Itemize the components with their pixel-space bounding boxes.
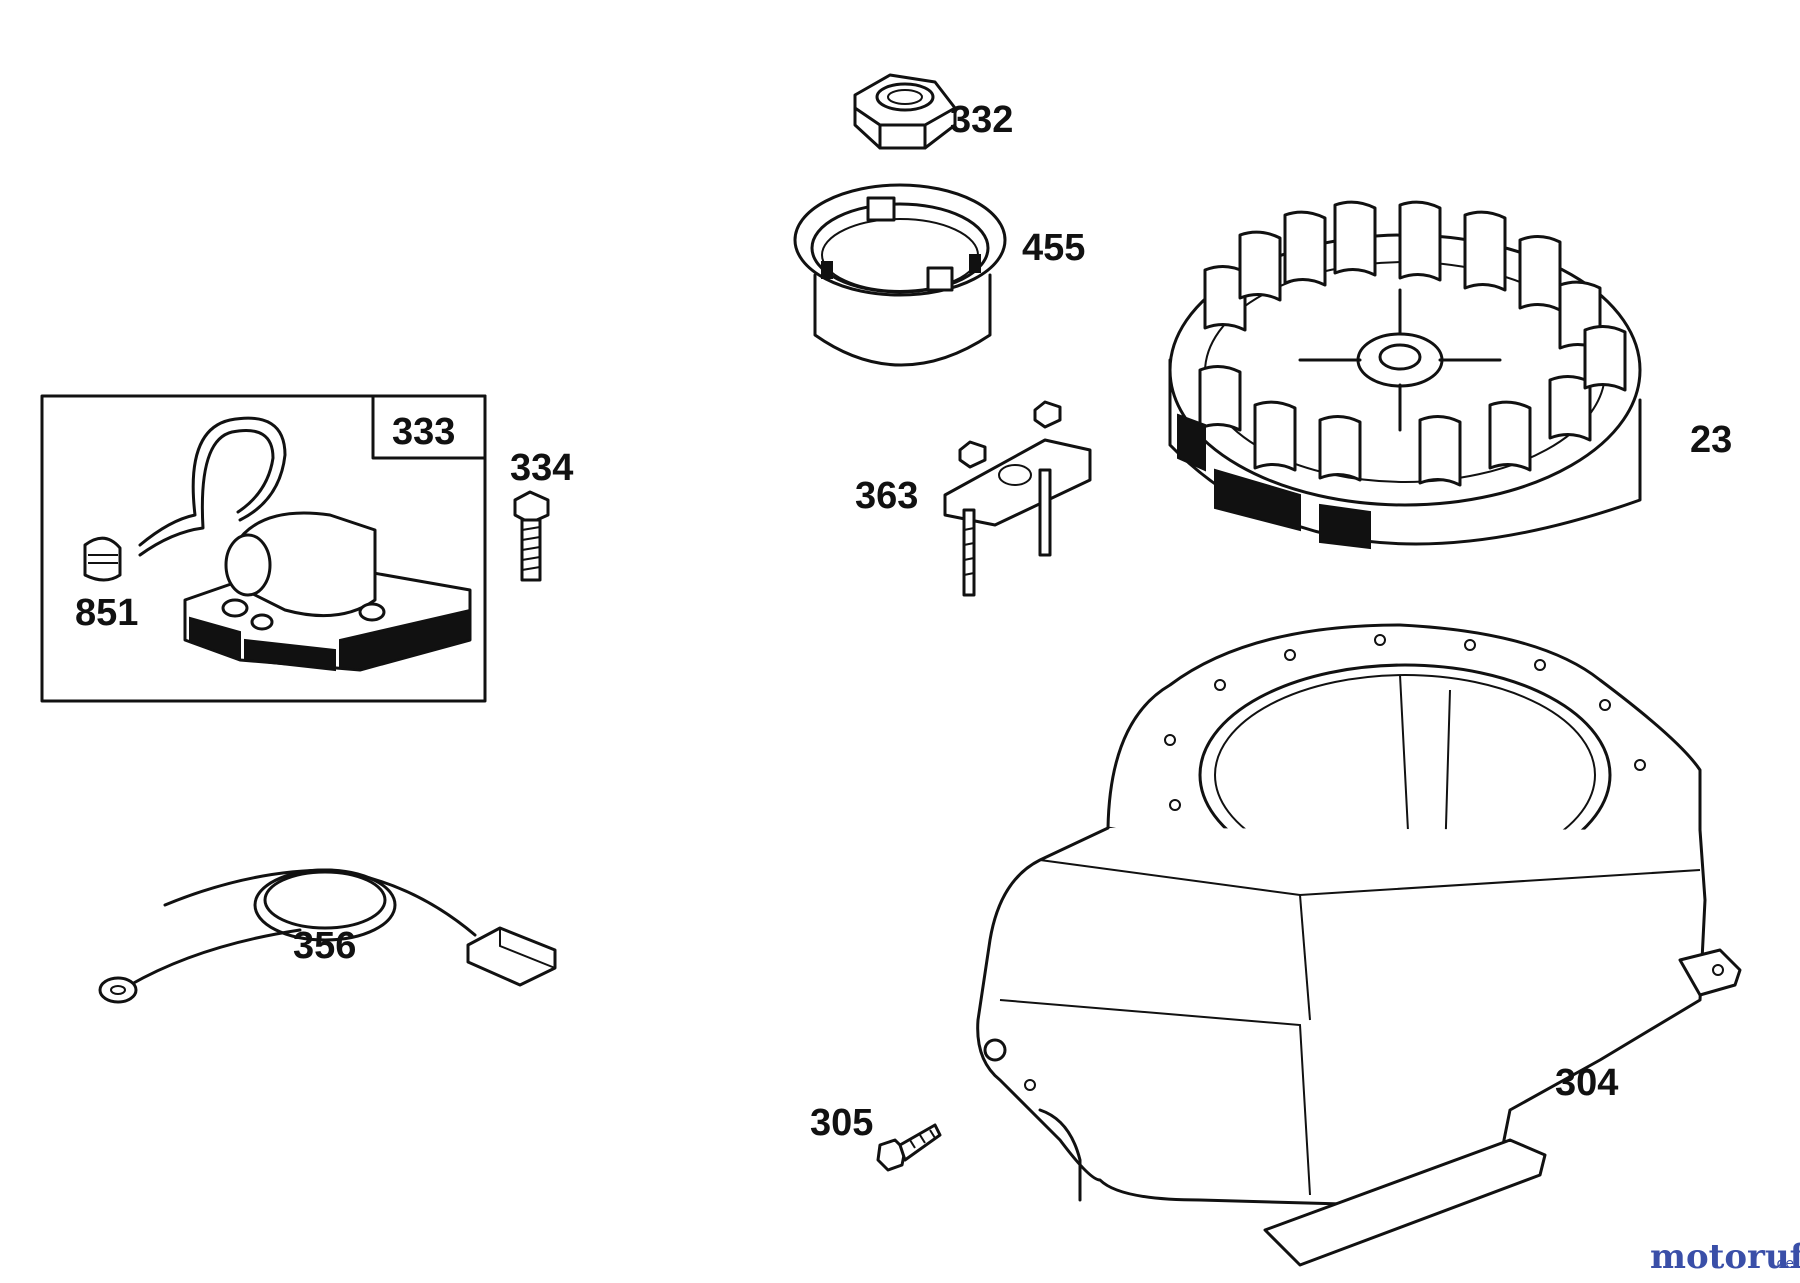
label-332: 332: [950, 99, 1013, 141]
watermark-brand: motoruf: [1650, 1237, 1800, 1277]
label-356: 356: [293, 925, 356, 967]
part-333-armature: [83, 416, 472, 672]
label-455: 455: [1022, 227, 1085, 269]
part-305-screw: [876, 1123, 942, 1172]
part-23-flywheel: [1168, 200, 1642, 550]
label-334: 334: [510, 447, 573, 489]
part-455-cup: [793, 183, 1007, 367]
part-356-ground-wire: [98, 868, 557, 1004]
watermark-suffix: .de: [1772, 1256, 1794, 1272]
part-363-bracket: [943, 400, 1092, 597]
label-851: 851: [75, 592, 138, 634]
label-304: 304: [1555, 1062, 1618, 1104]
label-305: 305: [810, 1102, 873, 1144]
part-332-hex-nut: [853, 73, 957, 150]
part-333-armature-box: [40, 394, 487, 703]
label-363: 363: [855, 475, 918, 517]
label-333: 333: [392, 411, 455, 453]
label-23: 23: [1690, 419, 1732, 461]
part-304-blower-housing: [976, 623, 1742, 1267]
watermark-logo: motoruf .de: [1650, 1237, 1800, 1277]
part-334-bolt: [513, 490, 550, 582]
